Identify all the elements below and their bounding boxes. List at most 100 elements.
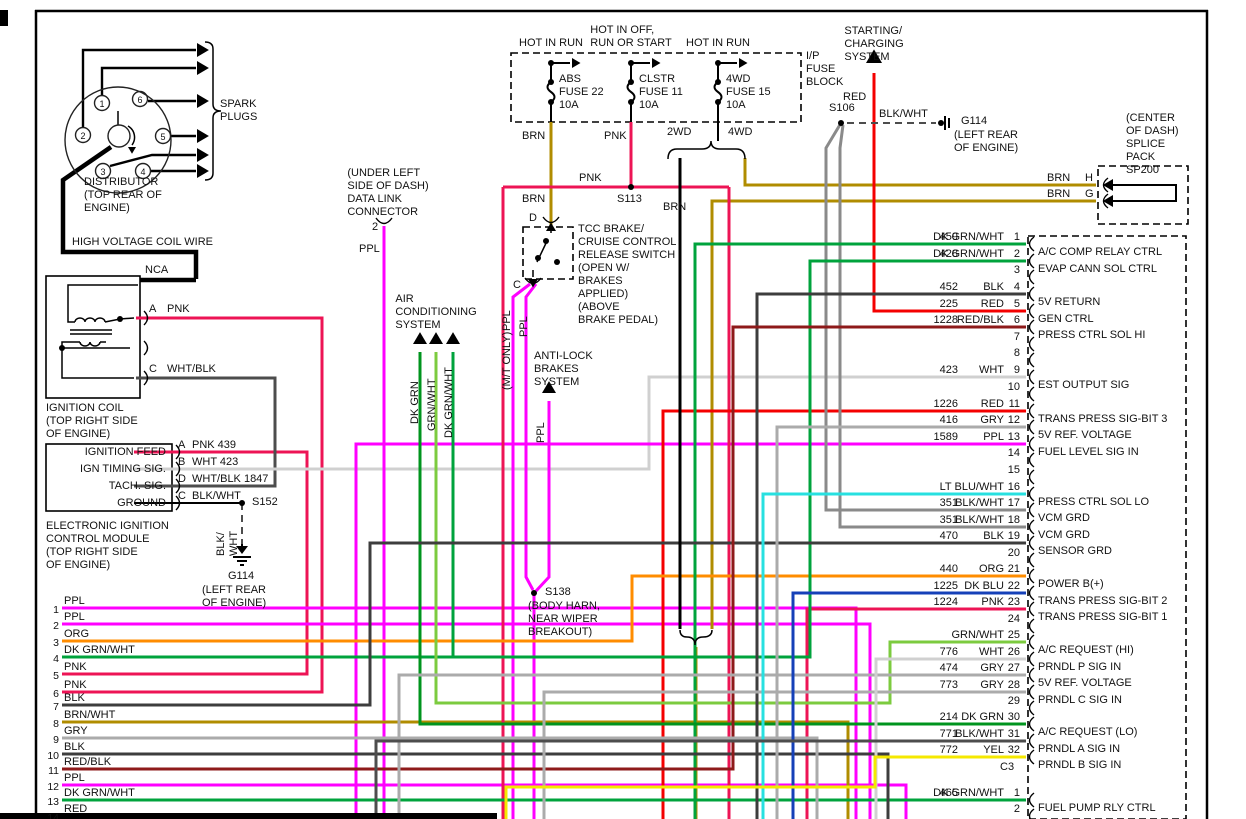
pin-circuit-number: 1228 <box>933 314 958 326</box>
pin-circuit-number: 416 <box>939 414 958 426</box>
pin-wire-color: GRY <box>980 679 1004 691</box>
pin-signal-label: PRNDL A SIG IN <box>1038 743 1121 755</box>
ignition-coil-label: IGNITION COIL (TOP RIGHT SIDE OF ENGINE) <box>46 402 138 440</box>
fuse-elements <box>546 81 723 103</box>
left-row-number-12: 12 <box>47 781 59 793</box>
wire-coil-c-whtblk-1847 <box>134 376 277 488</box>
arrowhead-u <box>542 381 556 393</box>
arrowhead-u <box>446 332 460 344</box>
pin-number-pins-32: 32 <box>1007 744 1020 756</box>
wire-tcc-ppl-mt <box>511 282 531 819</box>
terminal-cup <box>1028 808 1035 819</box>
pin-circuit-number: 773 <box>939 679 958 691</box>
pin-wire-color: GRN/WHT <box>951 629 1004 641</box>
pin-circuit-number: 772 <box>939 744 958 756</box>
connector-terminals <box>143 177 1109 819</box>
junction-dot <box>715 79 721 85</box>
junction-dot <box>838 120 844 126</box>
pin-number-pins-21: 21 <box>1007 563 1020 575</box>
fuse1-label: ABS FUSE 22 10A <box>559 73 604 111</box>
pin-number-c3_pins-2: 2 <box>1013 803 1020 815</box>
pin-number-pins-4: 4 <box>1013 281 1020 293</box>
left-row-number-10: 10 <box>47 750 59 762</box>
pin-signal-label: TRANS PRESS SIG-BIT 1 <box>1038 611 1168 623</box>
pin-number-pins-8: 8 <box>1013 347 1020 359</box>
dist-num-6: 6 <box>137 95 143 105</box>
hv-coil-wire-line <box>60 145 199 283</box>
pin-wire-color: RED <box>980 298 1004 310</box>
pin-signal-label: 5V RETURN <box>1038 296 1101 308</box>
left-row-number-14: 14 <box>47 812 59 819</box>
wire-row7-blk-470 <box>62 541 1026 707</box>
pin-number-pins-23: 23 <box>1007 596 1020 608</box>
pin-circuit-number: 214 <box>939 711 958 723</box>
eicm-wire-d: WHT/BLK 1847 <box>192 473 269 485</box>
left-row-color-7: BLK <box>64 692 85 704</box>
pin-signal-label: PRNDL C SIG IN <box>1038 694 1122 706</box>
frame-corner-artifact <box>0 10 8 26</box>
eicm-term-c: C <box>178 490 186 502</box>
dlc-wire-color: PPL <box>359 243 380 255</box>
wire-row12-ppl <box>62 783 908 819</box>
tcc-ppl2: PPL <box>518 316 530 337</box>
terminal-cup <box>143 370 149 386</box>
pin-number-pins-12: 12 <box>1007 414 1020 426</box>
dlc-pin: 2 <box>372 221 379 233</box>
pin-wire-color: RED/BLK <box>956 314 1004 326</box>
sp200-label: (CENTER OF DASH) SPLICE PACK SP200 <box>1126 112 1179 176</box>
brn-label-1: BRN <box>522 130 546 142</box>
terminal-cup <box>1028 502 1035 518</box>
coil-term-c: C <box>149 363 157 375</box>
fuse-leads <box>550 62 737 141</box>
dist-plug-5 <box>154 127 172 145</box>
distributor-label: DISTRIBUTOR (TOP REAR OF ENGINE) <box>84 176 162 214</box>
c3-label: C3 <box>1000 761 1015 773</box>
pin-signal-label: VCM GRD <box>1038 512 1090 524</box>
left-row-color-5: PNK <box>64 661 87 673</box>
pin-number-pins-5: 5 <box>1013 298 1020 310</box>
pin-signal-label: A/C REQUEST (LO) <box>1038 726 1138 738</box>
terminal-cup <box>1028 286 1035 302</box>
pin-signal-label: TRANS PRESS SIG-BIT 3 <box>1038 413 1168 425</box>
fuse3-label: 4WD FUSE 15 10A <box>726 73 771 111</box>
pin-signal-label: FUEL PUMP RLY CTRL <box>1038 802 1156 814</box>
wire-4wd-brn-sp200h <box>743 158 1096 187</box>
pin-circuit-number: 459 <box>939 231 958 243</box>
s113-label: S113 <box>617 193 642 205</box>
wire-trans-bit2-dkblu-1225 <box>791 591 1026 819</box>
ip-fuse-block-label: I/P FUSE BLOCK <box>806 50 844 88</box>
blkwht-label: BLK/WHT <box>879 108 928 120</box>
terminal-cup <box>1028 319 1035 335</box>
ip-fuse-block-box <box>510 52 802 123</box>
vcm-connector-box <box>1027 235 1187 819</box>
left-row-color-14: RED <box>64 803 88 815</box>
eicm-term-a: A <box>178 439 186 451</box>
left-row-color-8: BRN/WHT <box>64 709 116 721</box>
dist-num-4: 4 <box>140 167 146 177</box>
tcc-term-d: D <box>529 212 537 224</box>
pin-number-pins-20: 20 <box>1007 547 1020 559</box>
pin-circuit-number: 771 <box>939 728 958 740</box>
pin-number-pins-31: 31 <box>1007 728 1020 740</box>
tcc-mt-only: (M/T ONLY) <box>501 331 513 390</box>
terminal-cup <box>1028 601 1035 617</box>
page-frame <box>34 9 1209 819</box>
left-row-color-11: RED/BLK <box>64 756 112 768</box>
terminal-cup <box>1028 618 1035 634</box>
pin-number-pins-14: 14 <box>1007 447 1020 459</box>
pin-signal-label: A/C REQUEST (HI) <box>1038 644 1134 656</box>
terminal-cup <box>175 495 181 511</box>
junction-dot <box>531 590 537 596</box>
dist-plug-6 <box>131 90 149 108</box>
g114-bottom-label: G114 <box>228 570 255 582</box>
pin-signal-label: PRESS CTRL SOL HI <box>1038 329 1146 341</box>
arrowhead-r <box>197 94 209 108</box>
wire-press-lo-ltblu <box>761 492 1026 819</box>
arrowhead-u <box>546 222 556 231</box>
terminal-cup <box>1028 535 1035 551</box>
pin-number-pins-6: 6 <box>1013 314 1020 326</box>
wire-abs-ppl <box>534 401 551 593</box>
coil-term-a: A <box>149 303 157 315</box>
pin-signal-label: VCM GRD <box>1038 529 1090 541</box>
junction-dot <box>543 238 549 244</box>
